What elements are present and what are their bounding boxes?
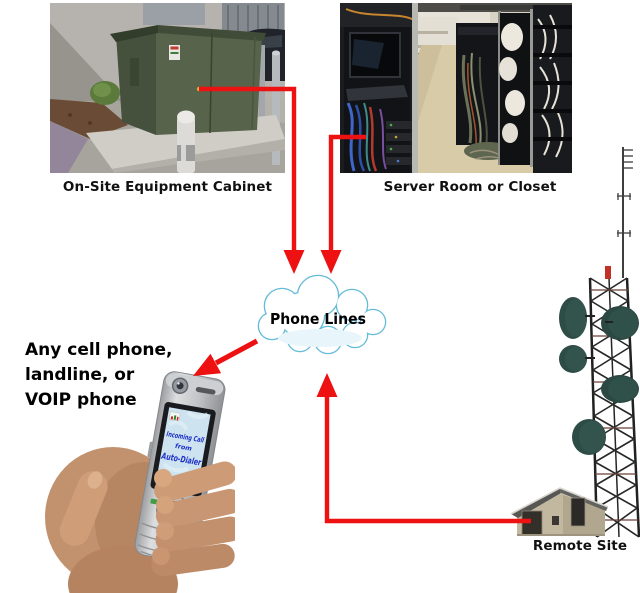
cable xyxy=(467,62,477,150)
earpiece-slot xyxy=(195,386,216,395)
phone-label-line2: landline, or xyxy=(25,365,135,385)
sticker-mark xyxy=(170,52,179,54)
side-button xyxy=(147,441,153,458)
middle-rack xyxy=(456,23,500,145)
cable-wad xyxy=(505,90,525,116)
cabinet-caption: On-Site Equipment Cabinet xyxy=(62,179,273,195)
cabinet-vent xyxy=(130,58,139,86)
cell-phone-photo: Incoming Call from Auto-Dialer xyxy=(45,371,235,593)
cabinet-photo xyxy=(50,3,285,173)
cabinet-lid-side xyxy=(110,25,158,42)
monitor-glint xyxy=(352,39,384,69)
cable xyxy=(461,54,473,144)
screen-frost xyxy=(162,410,209,473)
beacon-light xyxy=(605,266,611,279)
cable xyxy=(478,56,488,148)
thumb xyxy=(59,471,108,546)
thumb-nail xyxy=(87,471,103,489)
phone-label-line3: VOIP phone xyxy=(25,390,137,410)
wrist xyxy=(68,546,178,593)
ground-line xyxy=(517,534,605,536)
call-key xyxy=(150,498,158,505)
cable-tray xyxy=(460,5,572,10)
rack-rail-front xyxy=(412,3,418,173)
shrub-highlight xyxy=(93,83,111,97)
wall-box xyxy=(552,516,559,525)
bollard-right-cap xyxy=(272,50,280,56)
phone-lines-cloud: Phone Lines xyxy=(257,274,387,355)
cable-wad xyxy=(502,123,518,143)
mulch-bed xyxy=(50,99,128,139)
remote-building xyxy=(510,487,609,536)
rack-rail xyxy=(530,9,533,167)
building-door xyxy=(521,510,543,536)
mast-antennas xyxy=(617,149,633,237)
fingers xyxy=(151,461,235,577)
cloud-label: Phone Lines xyxy=(270,310,366,328)
mulch-dot xyxy=(88,121,92,125)
orange-cable xyxy=(345,8,417,22)
cloud-inner-shade xyxy=(278,329,362,347)
microwave-dishes xyxy=(559,297,639,455)
server-room-caption: Server Room or Closet xyxy=(383,179,557,195)
rack-rail xyxy=(498,11,501,165)
logo-bar xyxy=(176,416,179,421)
rack-shelves xyxy=(533,25,572,141)
bollard-band-shine xyxy=(181,145,186,161)
radio-tower xyxy=(559,147,640,538)
cabinet-lock xyxy=(195,86,202,93)
rack-device xyxy=(458,27,498,35)
cabinet-front xyxy=(156,28,262,135)
server-room-photo xyxy=(340,3,572,173)
bollard-dome xyxy=(177,110,195,124)
arrow-remotesite-to-cloud xyxy=(316,373,531,524)
cable-wad xyxy=(501,23,523,51)
wall-panel xyxy=(143,3,205,25)
cable xyxy=(470,52,482,146)
logo-bar xyxy=(170,416,174,420)
remote-site-caption: Remote Site xyxy=(532,538,628,554)
phone-label-line1: Any cell phone, xyxy=(25,340,173,360)
far-rack xyxy=(533,5,572,173)
cable-wad xyxy=(499,57,517,81)
logo-bar xyxy=(173,415,177,421)
phone-label: Any cell phone, landline, or VOIP phone xyxy=(25,338,172,413)
mulch-dot xyxy=(68,113,72,117)
screen-line2: from xyxy=(174,442,192,453)
equipment-stack xyxy=(386,121,412,165)
camera-glint xyxy=(177,382,180,385)
gravel xyxy=(50,121,88,173)
shelf xyxy=(402,31,448,34)
cable-streaks xyxy=(537,14,564,158)
building-window xyxy=(570,497,586,527)
keyboard-shelf xyxy=(346,85,408,101)
sticker-mark xyxy=(170,46,179,50)
